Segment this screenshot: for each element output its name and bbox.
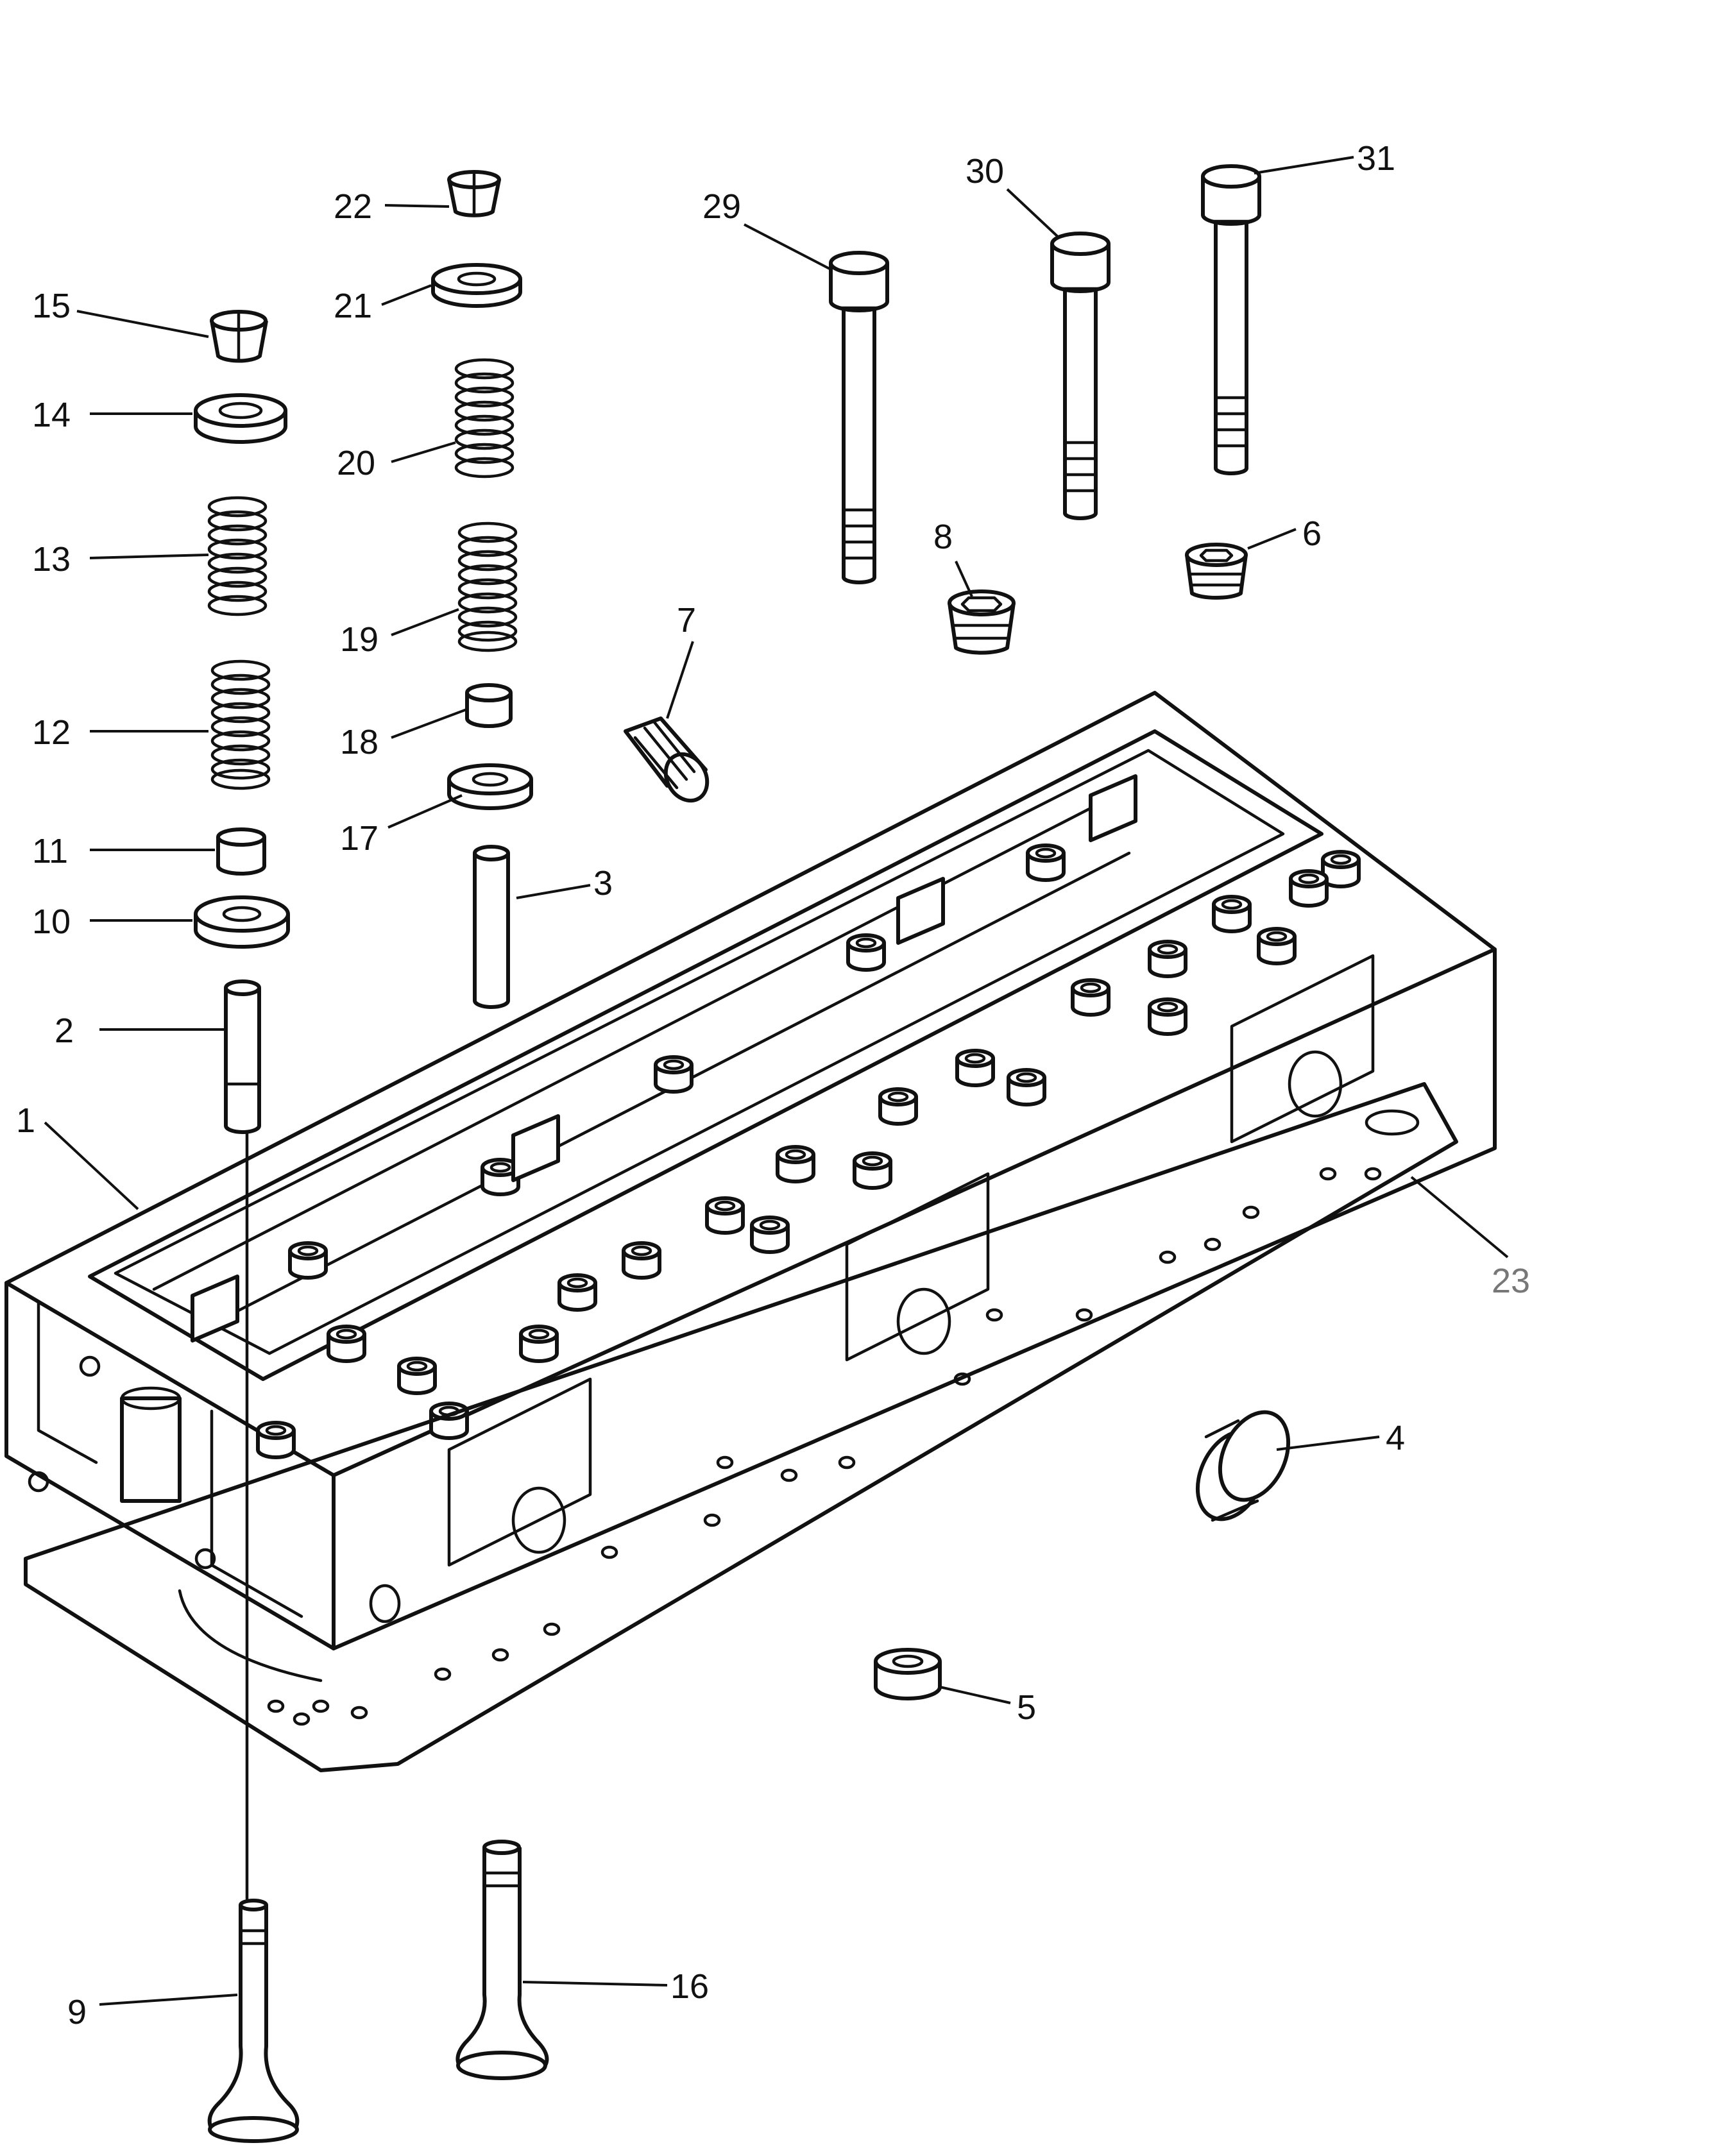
spring-seat [194, 895, 290, 949]
callout-3: 3 [593, 864, 613, 902]
exhaust-valve-collet [447, 170, 501, 217]
exhaust-inner-spring [456, 360, 513, 477]
head-bolt-long [1201, 164, 1261, 475]
callout-4: 4 [1386, 1419, 1405, 1457]
leader-lines [44, 156, 1509, 2006]
inner-valve-spring [209, 498, 266, 614]
callout-16: 16 [670, 1967, 709, 2006]
hex-socket-plug-large [948, 589, 1016, 655]
callout-11: 11 [32, 832, 68, 870]
head-bolt-short [829, 251, 889, 584]
valve-stem-seal [216, 827, 266, 876]
callout-10: 10 [32, 902, 71, 941]
callout-2: 2 [55, 1012, 74, 1050]
callout-21: 21 [334, 287, 372, 325]
callout-8: 8 [933, 518, 953, 556]
callout-5: 5 [1017, 1688, 1036, 1727]
callout-22: 22 [334, 187, 372, 226]
callout-23: 23 [1492, 1262, 1530, 1300]
callout-7: 7 [677, 601, 696, 640]
exhaust-spring-seat [447, 763, 533, 810]
callout-14: 14 [32, 396, 71, 434]
intake-valve [207, 1899, 300, 2143]
exhaust-stem-seal [465, 683, 513, 728]
callout-20: 20 [337, 444, 375, 482]
callout-19: 19 [340, 620, 379, 659]
callout-6: 6 [1302, 514, 1322, 553]
callout-30: 30 [966, 152, 1004, 191]
callout-29: 29 [702, 187, 741, 226]
head-bolt-medium [1050, 232, 1111, 520]
threaded-plug [624, 716, 710, 803]
valve-guide-exhaust [473, 845, 510, 1009]
expansion-plug [1195, 1410, 1291, 1522]
callout-labels: 1 2 3 4 5 6 7 8 9 10 11 12 13 14 15 16 1… [16, 139, 1530, 2031]
outer-valve-spring [210, 661, 271, 790]
cylinder-head [4, 691, 1497, 1650]
exhaust-spring-retainer [431, 263, 522, 308]
callout-9: 9 [67, 1993, 87, 2031]
valve-collet [210, 310, 268, 363]
exhaust-valve [455, 1840, 549, 2080]
callout-13: 13 [32, 540, 71, 579]
valve-guide-intake [224, 979, 261, 1134]
spring-retainer [194, 393, 287, 444]
exhaust-outer-spring [457, 523, 518, 652]
callout-17: 17 [340, 819, 379, 858]
callout-15: 15 [32, 287, 71, 325]
callout-18: 18 [340, 723, 379, 761]
callout-1: 1 [16, 1101, 35, 1140]
callout-31: 31 [1357, 139, 1395, 178]
small-cap-plug [874, 1648, 942, 1700]
callout-12: 12 [32, 713, 71, 752]
head-gasket [24, 1082, 1458, 1772]
hex-socket-plug-small [1185, 543, 1248, 600]
